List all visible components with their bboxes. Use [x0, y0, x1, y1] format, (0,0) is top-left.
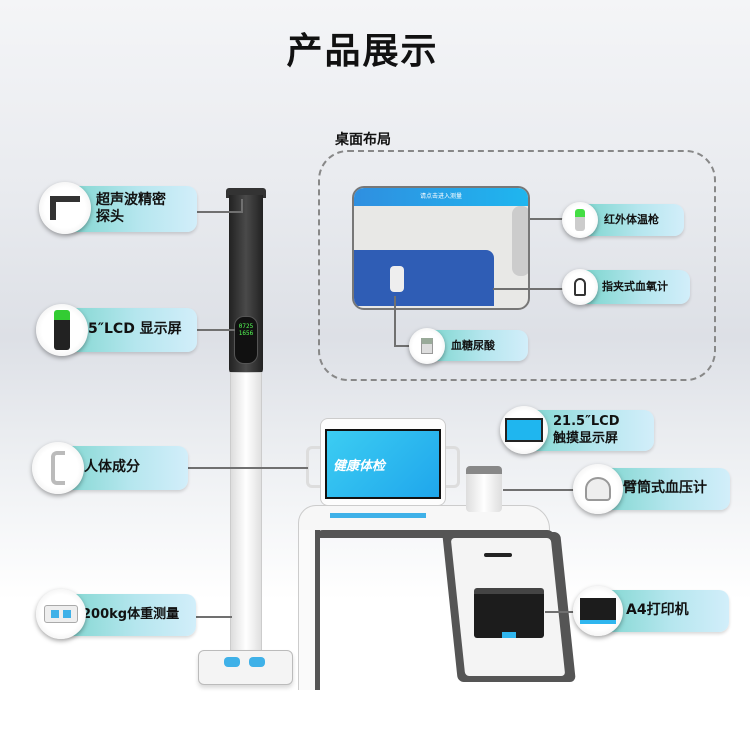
callout-label: 触摸显示屏 [553, 430, 619, 446]
bp-cuff-device [466, 466, 502, 512]
desk-frame [315, 530, 555, 538]
lcd-reading: 0725 [238, 323, 254, 330]
callout-label: 人体成分 [84, 459, 140, 476]
weight-platform [198, 650, 293, 685]
page-title: 产品展示 [286, 31, 439, 72]
callout-label: 探头 [96, 209, 124, 225]
callout-label: 臂筒式血压计 [623, 480, 707, 497]
screen-handle-left[interactable] [306, 446, 320, 488]
desk-left-leg [298, 530, 320, 690]
weight-scale-icon [36, 589, 86, 639]
callout-label: 200kg体重测量 [82, 606, 180, 622]
blood-pressure-cuff-icon [573, 464, 623, 514]
desktop-layout-label: 桌面布局 [335, 132, 391, 148]
probe-head [226, 188, 266, 198]
callout-glucose: 血糖尿酸 [429, 330, 528, 361]
lcd-reading: 1656 [238, 330, 254, 337]
screen-handle-right[interactable] [446, 446, 460, 488]
callout-label: 血糖尿酸 [451, 338, 495, 352]
touch-screen-icon [500, 406, 548, 454]
screen-title: 健康体检 [333, 458, 386, 474]
desktop-photo: 请点击进入测量 [352, 186, 530, 310]
callout-label: 21.5″LCD [553, 414, 620, 430]
drawer-handle[interactable] [484, 553, 512, 557]
thermometer-gun-icon [562, 202, 598, 238]
callout-label: 红外体温枪 [604, 213, 659, 227]
callout-oximeter: 指夹式血氧计 [586, 270, 690, 304]
body-composition-handle-icon [32, 442, 84, 494]
ultrasonic-probe-icon [39, 182, 91, 234]
machine-pole [230, 372, 262, 654]
callout-label: 指夹式血氧计 [602, 280, 668, 294]
kiosk-screen-text: 请点击进入测量 [354, 188, 528, 206]
callout-label: 超声波精密 [96, 191, 166, 208]
printer [474, 588, 544, 638]
callout-label: A4打印机 [626, 602, 689, 619]
callout-thermometer: 红外体温枪 [584, 204, 684, 236]
touch-screen[interactable]: 健康体检 [320, 418, 446, 506]
card-slot [330, 513, 426, 518]
lcd-display-icon [36, 304, 88, 356]
callout-label: 5″LCD 显示屏 [88, 321, 182, 338]
finger-oximeter-icon [562, 269, 598, 305]
lcd-screen: 0725 1656 [234, 316, 258, 364]
printer-icon [573, 586, 623, 636]
glucose-meter-icon [409, 328, 445, 364]
desktop-layout-box [318, 150, 716, 381]
